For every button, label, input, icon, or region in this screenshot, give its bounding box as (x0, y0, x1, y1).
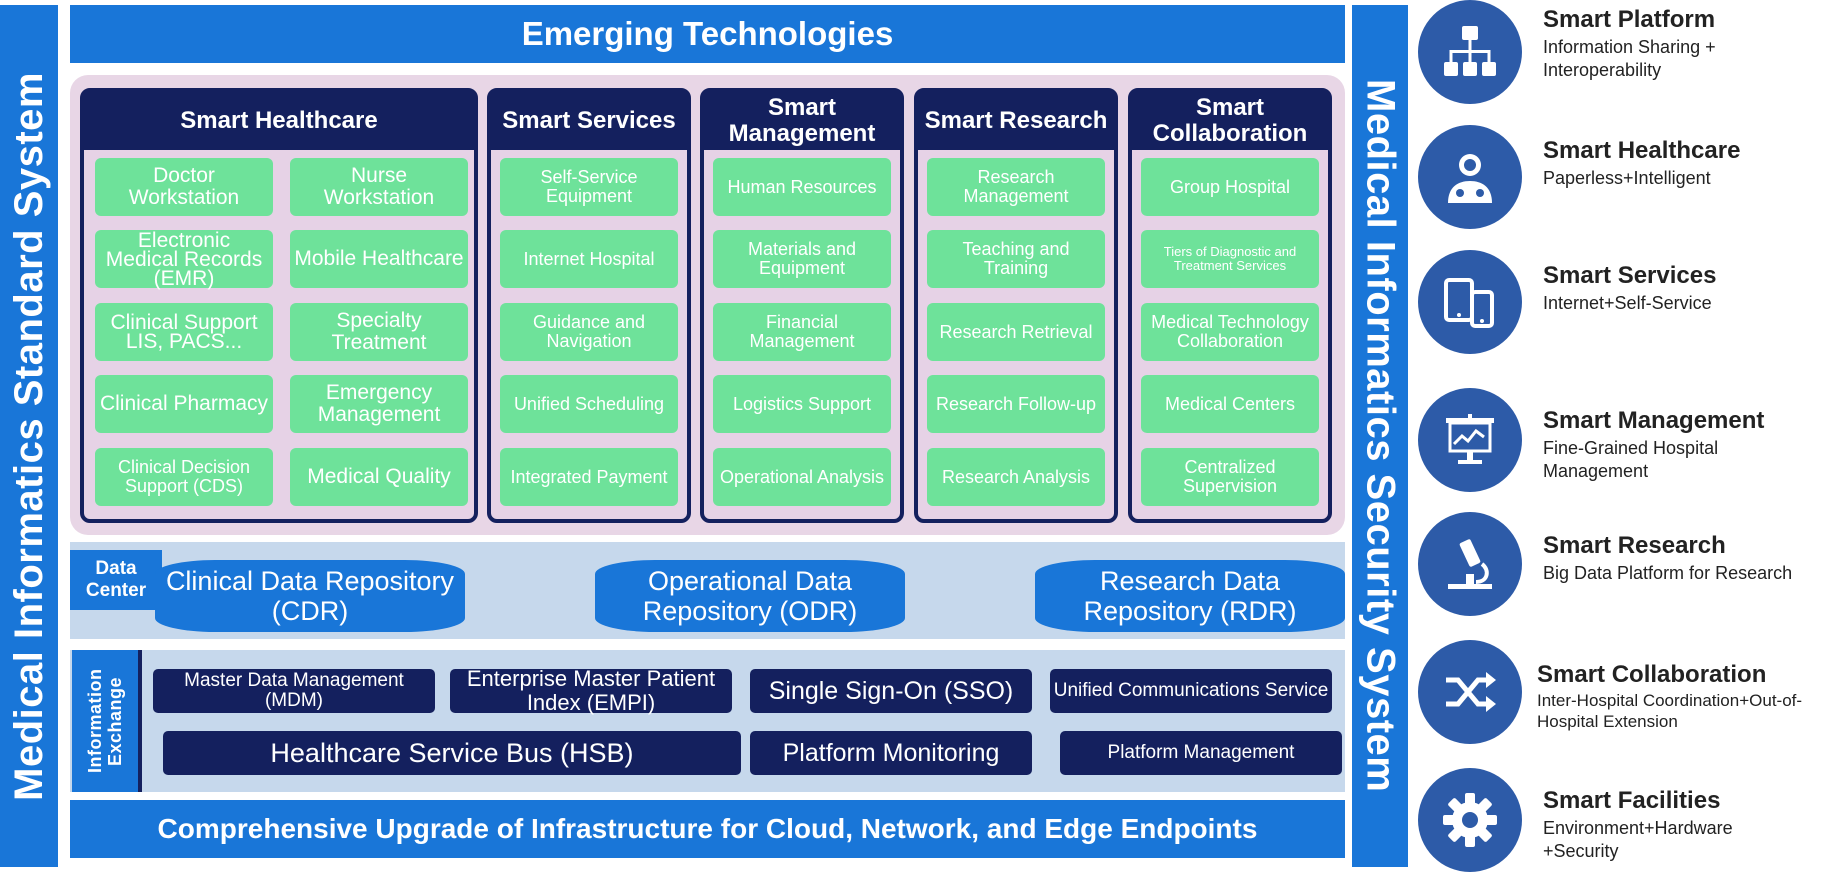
item-materials-equipment: Materials and Equipment (713, 230, 891, 288)
column-title: Smart Management (704, 92, 900, 150)
item-human-resources: Human Resources (713, 158, 891, 216)
standard-system-sidebar: Medical Informatics Standard System (0, 5, 58, 867)
hierarchy-icon (1418, 0, 1522, 104)
emerging-technologies-label: Emerging Technologies (521, 15, 894, 52)
item-clinical-support: Clinical Support LIS, PACS... (95, 303, 273, 361)
sso-box: Single Sign-On (SSO) (750, 669, 1032, 713)
item-doctor-workstation: Doctor Workstation (95, 158, 273, 216)
platform-management-box: Platform Management (1060, 731, 1342, 775)
unified-communications-box: Unified Communications Service (1050, 669, 1332, 713)
item-emergency-management: Emergency Management (290, 375, 468, 433)
hsb-box: Healthcare Service Bus (HSB) (163, 731, 741, 775)
item-tiers-of-services: Tiers of Diagnostic and Treatment Servic… (1141, 230, 1319, 288)
empi-box: Enterprise Master Patient Index (EMPI) (450, 667, 732, 715)
item-operational-analysis: Operational Analysis (713, 448, 891, 506)
legend-title: Smart Collaboration (1537, 661, 1767, 688)
item-group-hospital: Group Hospital (1141, 158, 1319, 216)
doctor-icon (1418, 125, 1522, 229)
legend-title: Smart Platform (1543, 6, 1716, 33)
infrastructure-label: Comprehensive Upgrade of Infrastructure … (157, 813, 1258, 844)
item-teaching-training: Teaching and Training (927, 230, 1105, 288)
legend-title: Smart Management (1543, 407, 1765, 434)
item-cds: Clinical Decision Support (CDS) (95, 448, 273, 506)
legend-desc: Information Sharing + Interoperability (1543, 37, 1716, 80)
item-emr: Electronic Medical Records (EMR) (95, 230, 273, 289)
cdr-cylinder: Clinical Data Repository (CDR) (155, 560, 465, 632)
odr-cylinder: Operational Data Repository (ODR) (595, 560, 905, 632)
infrastructure-banner: Comprehensive Upgrade of Infrastructure … (70, 800, 1345, 858)
security-system-sidebar: Medical Informatics Security System (1352, 5, 1408, 867)
mdm-box: Master Data Management (MDM) (153, 669, 435, 713)
legend-title: Smart Facilities (1543, 787, 1721, 814)
item-logistics-support: Logistics Support (713, 375, 891, 433)
item-specialty-treatment: Specialty Treatment (290, 303, 468, 361)
item-research-retrieval: Research Retrieval (927, 303, 1105, 361)
security-system-label: Medical Informatics Security System (1358, 79, 1403, 793)
column-title: Smart Collaboration (1132, 92, 1328, 150)
item-mobile-healthcare: Mobile Healthcare (290, 230, 468, 288)
information-exchange-label: Information Exchange (85, 668, 125, 774)
legend-title: Smart Healthcare (1543, 137, 1741, 164)
item-nurse-workstation: Nurse Workstation (290, 158, 468, 216)
legend-desc: Paperless+Intelligent (1543, 168, 1711, 188)
legend-title: Smart Research (1543, 532, 1726, 559)
item-research-follow-up: Research Follow-up (927, 375, 1105, 433)
item-medical-centers: Medical Centers (1141, 375, 1319, 433)
item-guidance-navigation: Guidance and Navigation (500, 303, 678, 361)
legend-desc: Internet+Self-Service (1543, 293, 1712, 313)
item-unified-scheduling: Unified Scheduling (500, 375, 678, 433)
item-medical-technology-collaboration: Medical Technology Collaboration (1141, 303, 1319, 361)
emerging-technologies-banner: Emerging Technologies (70, 5, 1345, 63)
microscope-icon (1418, 512, 1522, 616)
legend-desc: Big Data Platform for Research (1543, 563, 1793, 583)
shuffle-icon (1418, 640, 1522, 744)
legend-desc: Fine-Grained Hospital Management (1543, 438, 1719, 481)
item-research-management: Research Management (927, 158, 1105, 216)
item-financial-management: Financial Management (713, 303, 891, 361)
gear-icon (1418, 768, 1522, 872)
data-center-label: Data Center (70, 550, 162, 610)
item-centralized-supervision: Centralized Supervision (1141, 448, 1319, 506)
item-research-analysis: Research Analysis (927, 448, 1105, 506)
item-clinical-pharmacy: Clinical Pharmacy (95, 375, 273, 433)
item-internet-hospital: Internet Hospital (500, 230, 678, 288)
platform-monitoring-box: Platform Monitoring (750, 731, 1032, 775)
legend-desc: Environment+Hardware +Security (1543, 818, 1733, 861)
item-medical-quality: Medical Quality (290, 448, 468, 506)
legend-title: Smart Services (1543, 262, 1717, 289)
column-title: Smart Services (491, 92, 687, 150)
standard-system-label: Medical Informatics Standard System (6, 71, 51, 801)
legend-desc: Inter-Hospital Coordination+Out-of-Hospi… (1537, 691, 1803, 731)
item-self-service-equipment: Self-Service Equipment (500, 158, 678, 216)
information-exchange-label-box: Information Exchange (72, 650, 142, 792)
presentation-icon (1418, 388, 1522, 492)
item-integrated-payment: Integrated Payment (500, 448, 678, 506)
column-title: Smart Healthcare (84, 92, 474, 150)
rdr-cylinder: Research Data Repository (RDR) (1035, 560, 1345, 632)
devices-icon (1418, 250, 1522, 354)
column-title: Smart Research (918, 92, 1114, 150)
